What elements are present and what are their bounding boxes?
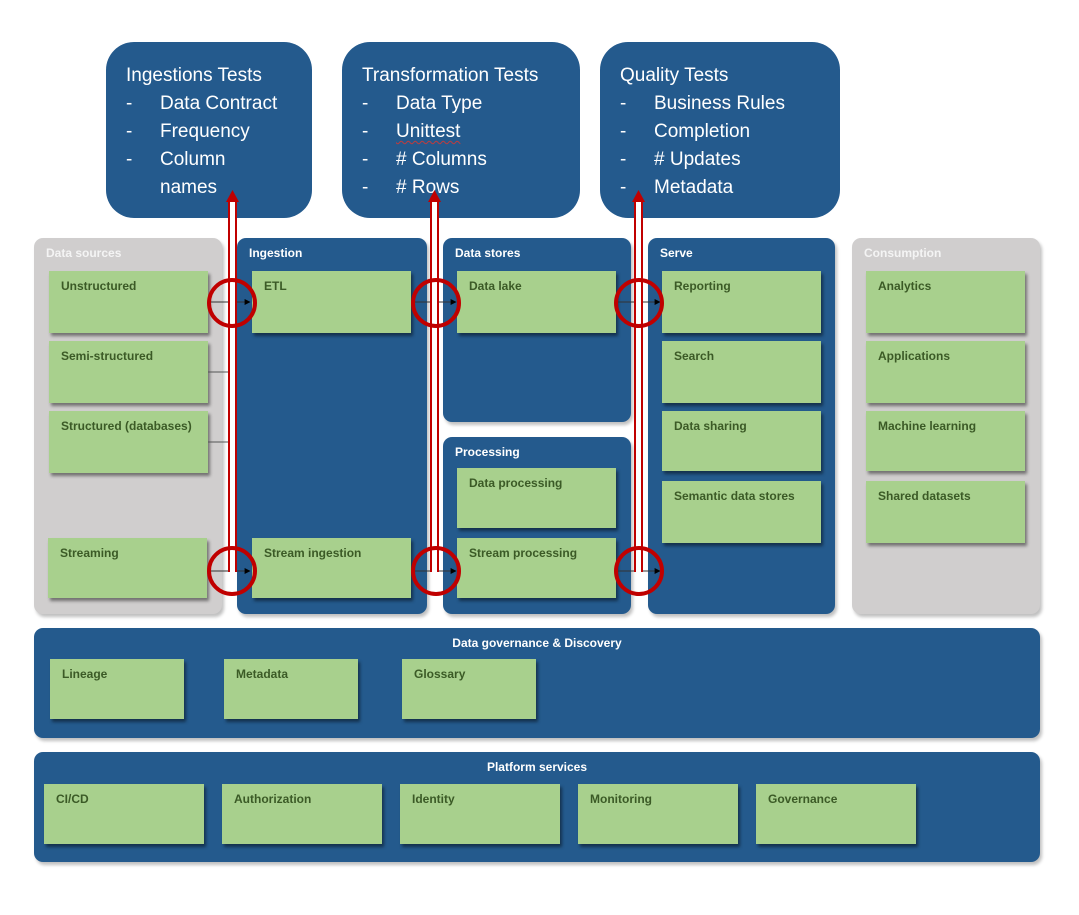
ingestion-tests-title: Ingestions Tests bbox=[126, 65, 262, 86]
platform-card-monitoring[interactable]: Monitoring bbox=[578, 784, 738, 844]
data-stores-title: Data stores bbox=[455, 246, 521, 260]
ingestion-test-item: -Frequency bbox=[126, 121, 250, 142]
data-sources-panel: Data sources Unstructured Semi-structure… bbox=[34, 238, 222, 614]
transformation-test-item: -Unittest bbox=[362, 121, 461, 142]
consumption-title: Consumption bbox=[864, 246, 942, 260]
consumption-card-machine-learning[interactable]: Machine learning bbox=[866, 411, 1025, 471]
platform-card-governance[interactable]: Governance bbox=[756, 784, 916, 844]
quality-test-item: -# Updates bbox=[620, 149, 741, 170]
test-line-quality bbox=[632, 190, 645, 572]
quality-tests-box: Quality Tests -Business Rules -Completio… bbox=[600, 42, 840, 218]
test-line-transformation bbox=[428, 190, 441, 572]
store-card-data-lake[interactable]: Data lake bbox=[457, 271, 616, 333]
transformation-test-item: -# Rows bbox=[362, 177, 460, 198]
consumption-panel: Consumption Analytics Applications Machi… bbox=[852, 238, 1040, 614]
processing-title: Processing bbox=[455, 445, 520, 459]
source-card-semi-structured[interactable]: Semi-structured bbox=[49, 341, 208, 403]
transformation-test-item: -Data Type bbox=[362, 93, 483, 114]
governance-title: Data governance & Discovery bbox=[452, 636, 622, 650]
source-card-unstructured[interactable]: Unstructured bbox=[49, 271, 208, 333]
governance-card-glossary[interactable]: Glossary bbox=[402, 659, 536, 719]
processing-card-data[interactable]: Data processing bbox=[457, 468, 616, 528]
quality-test-item: -Completion bbox=[620, 121, 751, 142]
serve-card-semantic-stores[interactable]: Semantic data stores bbox=[662, 481, 821, 543]
ingestion-panel: Ingestion ETL Stream ingestion bbox=[237, 238, 427, 614]
platform-card-authorization[interactable]: Authorization bbox=[222, 784, 382, 844]
ingestion-card-etl[interactable]: ETL bbox=[252, 271, 411, 333]
ingestion-test-item: -Column names bbox=[126, 149, 226, 198]
quality-test-item: -Metadata bbox=[620, 177, 734, 198]
processing-card-stream[interactable]: Stream processing bbox=[457, 538, 616, 598]
transformation-tests-box: Transformation Tests -Data Type -Unittes… bbox=[342, 42, 580, 218]
serve-card-search[interactable]: Search bbox=[662, 341, 821, 403]
data-stores-panel: Data stores Data lake bbox=[443, 238, 631, 422]
consumption-card-analytics[interactable]: Analytics bbox=[866, 271, 1025, 333]
governance-card-metadata[interactable]: Metadata bbox=[224, 659, 358, 719]
serve-card-data-sharing[interactable]: Data sharing bbox=[662, 411, 821, 471]
processing-panel: Processing Data processing Stream proces… bbox=[443, 437, 631, 614]
platform-title: Platform services bbox=[486, 760, 588, 774]
governance-panel: Data governance & Discovery Lineage Meta… bbox=[34, 628, 1040, 738]
ingestion-card-stream[interactable]: Stream ingestion bbox=[252, 538, 411, 598]
serve-title: Serve bbox=[660, 246, 693, 260]
platform-card-identity[interactable]: Identity bbox=[400, 784, 560, 844]
platform-panel: Platform services CI/CD Authorization Id… bbox=[34, 752, 1040, 862]
transformation-test-item: -# Columns bbox=[362, 149, 487, 170]
quality-tests-title: Quality Tests bbox=[620, 65, 729, 86]
ingestion-test-item: -Data Contract bbox=[126, 93, 278, 114]
transformation-tests-title: Transformation Tests bbox=[362, 65, 539, 86]
quality-test-item: -Business Rules bbox=[620, 93, 785, 114]
source-card-streaming[interactable]: Streaming bbox=[48, 538, 207, 598]
serve-panel: Serve Reporting Search Data sharing Sema… bbox=[648, 238, 835, 614]
source-card-structured[interactable]: Structured (databases) bbox=[49, 411, 208, 473]
consumption-card-applications[interactable]: Applications bbox=[866, 341, 1025, 403]
consumption-card-shared-datasets[interactable]: Shared datasets bbox=[866, 481, 1025, 543]
platform-card-cicd[interactable]: CI/CD bbox=[44, 784, 204, 844]
data-sources-title: Data sources bbox=[46, 246, 122, 260]
serve-card-reporting[interactable]: Reporting bbox=[662, 271, 821, 333]
ingestion-title: Ingestion bbox=[249, 246, 303, 260]
ingestion-tests-box: Ingestions Tests -Data Contract -Frequen… bbox=[106, 42, 312, 218]
governance-card-lineage[interactable]: Lineage bbox=[50, 659, 184, 719]
